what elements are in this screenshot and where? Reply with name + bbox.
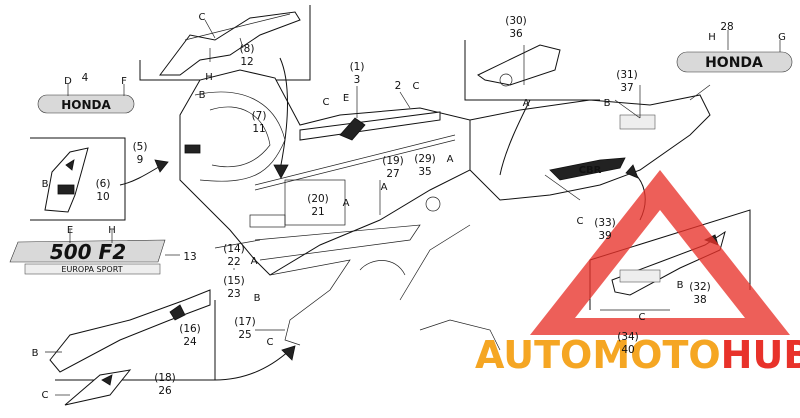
- callout-35-paren: (29): [414, 153, 436, 165]
- callout-36: 36: [509, 28, 523, 40]
- callout-25-paren: (17): [234, 316, 256, 328]
- inset-box-part-12: [139, 5, 311, 81]
- callout-26: 26: [158, 385, 172, 397]
- callout-22: 22: [227, 256, 240, 268]
- callout-9-paren: (5): [133, 141, 148, 153]
- callout-23-paren: (15): [223, 275, 245, 287]
- watermark-auto: AUTO: [475, 333, 592, 377]
- watermark-moto: MOTO: [592, 333, 720, 377]
- callout-36-paren: (30): [505, 15, 527, 27]
- arrows: [119, 57, 646, 381]
- inset-box-part-10: [30, 137, 126, 221]
- callout-37-paren: (31): [616, 69, 638, 81]
- callout-27-paren: (19): [382, 155, 404, 167]
- callout-25: 25: [238, 329, 251, 341]
- leader-lines: [214, 86, 411, 331]
- callout-9: 9: [137, 154, 144, 166]
- label-b-tail: B: [604, 98, 611, 109]
- watermark-triangle: [530, 170, 790, 335]
- tail-section: [469, 84, 711, 201]
- model-emblem: [9, 230, 180, 275]
- callout-10-paren: (6): [96, 178, 111, 190]
- callout-21-paren: (20): [307, 193, 329, 205]
- callout-23: 23: [227, 288, 240, 300]
- label-a-4: A: [251, 256, 258, 267]
- model-emblem-subtext: EUROPA SPORT: [61, 265, 122, 274]
- watermark-text: AUTOMOTOHUB: [475, 333, 800, 377]
- callout-3: 3: [354, 74, 361, 86]
- label-c-bottom: C: [42, 390, 49, 401]
- callout-40-paren: (34): [617, 331, 639, 343]
- label-c-fairing-2: C: [413, 81, 420, 92]
- label-c-lower: C: [267, 337, 274, 348]
- callout-38-paren: (32): [689, 281, 711, 293]
- callout-11: 11: [252, 123, 265, 135]
- label-a-2: A: [381, 182, 388, 193]
- cbr-emblem-text: CBR: [579, 165, 602, 176]
- callout-40: 40: [621, 344, 634, 356]
- label-f: F: [121, 76, 127, 87]
- label-b-lower: B: [254, 293, 261, 304]
- label-c-fairing-1: C: [323, 97, 330, 108]
- label-b-bottom: B: [32, 348, 39, 359]
- inset-box-part-36: [464, 40, 600, 101]
- inset-box-part-24-26: [45, 289, 216, 406]
- label-a-1: A: [447, 154, 454, 165]
- callout-39: 39: [598, 230, 611, 242]
- main-fairing: [179, 69, 501, 351]
- callout-24: 24: [183, 336, 197, 348]
- callouts: 28 (30) 36 4 (1) 3 2 (8) 12 (7) 11 (5) 9…: [82, 15, 734, 397]
- label-a-3: A: [343, 198, 350, 209]
- label-d: D: [64, 76, 72, 87]
- callout-11-paren: (7): [252, 110, 267, 122]
- label-b-left: B: [42, 179, 49, 190]
- callout-21: 21: [311, 206, 324, 218]
- callout-39-paren: (33): [594, 217, 616, 229]
- honda-emblem-left-text: HONDA: [61, 98, 111, 112]
- label-h-top: H: [205, 72, 213, 83]
- honda-emblem-right-text: HONDA: [705, 55, 763, 71]
- callout-35: 35: [418, 166, 431, 178]
- honda-emblem-left: [37, 84, 135, 114]
- watermark-hub: HUB: [721, 333, 800, 377]
- label-c-top: C: [199, 12, 206, 23]
- label-e-model: E: [67, 225, 73, 236]
- callout-2: 2: [395, 80, 402, 92]
- label-e-fairing: E: [343, 93, 349, 104]
- label-c-tail: C: [577, 216, 584, 227]
- label-h-model: H: [108, 225, 116, 236]
- model-emblem-text: 500 F2: [50, 240, 126, 264]
- callout-22-paren: (14): [223, 243, 245, 255]
- honda-emblem-right: [676, 30, 793, 73]
- callout-12: 12: [240, 56, 253, 68]
- callout-4: 4: [82, 72, 89, 84]
- callout-27: 27: [386, 168, 399, 180]
- label-a-box36: A: [523, 98, 530, 109]
- label-b-box40: B: [677, 280, 684, 291]
- letter-labels: C H D F B E C C B A A A A E H B C B C A …: [32, 12, 786, 401]
- callout-26-paren: (18): [154, 372, 176, 384]
- callout-3-paren: (1): [350, 61, 365, 73]
- callout-38: 38: [693, 294, 706, 306]
- label-g: G: [778, 32, 786, 43]
- callout-12-paren: (8): [240, 43, 255, 55]
- label-c-box40: C: [639, 312, 646, 323]
- label-b-fairing: B: [199, 90, 206, 101]
- callout-24-paren: (16): [179, 323, 201, 335]
- callout-37: 37: [620, 82, 633, 94]
- label-h-right: H: [708, 32, 716, 43]
- callout-10: 10: [96, 191, 109, 203]
- callout-13: 13: [183, 251, 196, 263]
- callout-28: 28: [720, 21, 733, 33]
